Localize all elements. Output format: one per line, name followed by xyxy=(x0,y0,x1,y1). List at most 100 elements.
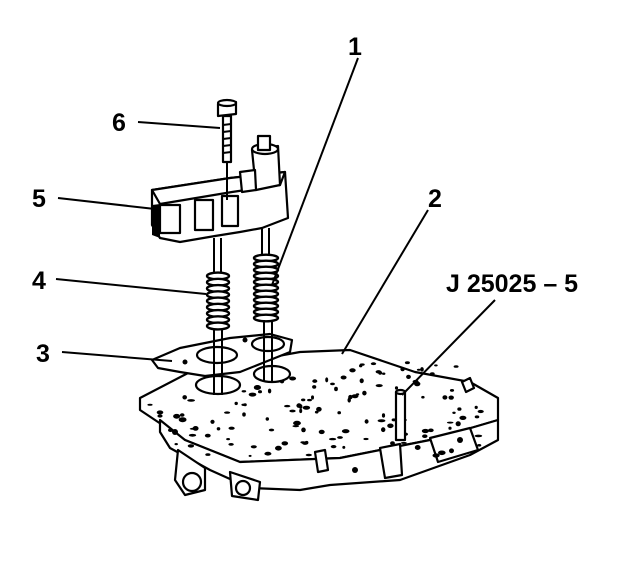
passage-hole xyxy=(192,426,199,431)
passage-hole xyxy=(216,427,221,431)
passage-hole xyxy=(293,420,301,426)
passage-hole xyxy=(448,395,454,400)
passage-hole xyxy=(147,403,153,406)
passage-hole xyxy=(394,386,399,390)
passage-hole xyxy=(337,436,343,439)
passage-hole xyxy=(416,368,421,371)
passage-hole xyxy=(349,368,356,373)
passage-hole xyxy=(377,419,386,423)
passage-hole xyxy=(248,454,252,457)
passage-hole xyxy=(455,421,461,427)
passage-hole xyxy=(474,405,478,409)
passage-hole xyxy=(305,453,312,457)
passage-hole xyxy=(382,372,386,375)
passage-hole xyxy=(364,419,369,424)
callout-tool: J 25025 – 5 xyxy=(446,270,578,298)
passage-hole xyxy=(248,392,257,397)
passage-hole xyxy=(330,382,335,386)
passage-hole xyxy=(406,374,411,379)
callout-6: 6 xyxy=(112,109,126,137)
passage-hole xyxy=(362,390,367,396)
passage-hole xyxy=(375,384,383,388)
passage-hole xyxy=(241,403,246,406)
passage-hole xyxy=(334,386,338,392)
passage-hole xyxy=(187,444,195,448)
passage-hole xyxy=(250,445,257,449)
passage-hole xyxy=(363,437,369,441)
passage-hole xyxy=(316,406,322,412)
passage-hole xyxy=(267,388,272,394)
spring-coil xyxy=(205,321,231,331)
callout-3: 3 xyxy=(36,340,50,368)
passage-hole xyxy=(428,428,434,433)
passage-hole xyxy=(414,381,421,387)
callout-1: 1 xyxy=(348,33,362,61)
passage-hole xyxy=(359,364,363,368)
passage-hole xyxy=(301,427,306,433)
passage-hole xyxy=(210,419,215,424)
passage-hole xyxy=(289,376,297,381)
passage-hole xyxy=(438,450,446,456)
passage-hole xyxy=(174,443,178,446)
passage-hole xyxy=(421,428,429,434)
passage-hole xyxy=(457,407,462,411)
passage-hole xyxy=(311,395,314,400)
passage-hole xyxy=(265,417,269,421)
passage-hole xyxy=(284,404,291,408)
passage-hole xyxy=(429,372,435,376)
passage-hole xyxy=(459,415,467,420)
passage-hole xyxy=(442,395,448,400)
passage-hole xyxy=(446,421,454,424)
passage-hole xyxy=(304,440,309,445)
passage-hole xyxy=(422,434,428,439)
passage-hole xyxy=(268,428,275,432)
passage-hole xyxy=(341,429,350,434)
passage-hole xyxy=(449,389,455,392)
passage-hole xyxy=(182,395,187,400)
passage-hole xyxy=(300,441,306,444)
passage-hole xyxy=(312,385,317,389)
passage-hole xyxy=(421,395,425,399)
passage-hole xyxy=(381,413,386,418)
passage-hole xyxy=(448,426,452,430)
passage-hole xyxy=(474,415,480,419)
passage-hole xyxy=(275,445,282,451)
passage-hole xyxy=(342,445,346,449)
passage-hole xyxy=(157,414,163,418)
passage-hole xyxy=(264,451,272,456)
passage-hole xyxy=(355,393,360,396)
passage-hole xyxy=(329,437,337,441)
callout-5: 5 xyxy=(32,185,46,213)
passage-hole xyxy=(474,434,483,438)
passage-hole xyxy=(204,433,211,438)
passage-hole xyxy=(387,423,394,429)
passage-hole xyxy=(242,412,246,417)
passage-hole xyxy=(330,445,337,449)
passage-hole xyxy=(289,409,296,413)
passage-hole xyxy=(178,417,187,423)
bolt xyxy=(216,98,238,200)
passage-hole xyxy=(452,411,456,414)
passage-hole xyxy=(337,411,342,415)
passage-hole xyxy=(258,390,262,394)
leader-lines xyxy=(55,57,496,396)
passage-hole xyxy=(228,426,235,430)
passage-hole xyxy=(296,403,302,408)
passage-hole xyxy=(477,409,484,414)
alignment-pin-tool xyxy=(394,388,407,442)
passage-hole xyxy=(205,453,211,456)
callout-4: 4 xyxy=(32,267,46,295)
passage-hole xyxy=(312,379,318,383)
passage-hole xyxy=(173,413,181,419)
passage-hole xyxy=(292,425,300,428)
passage-hole xyxy=(299,408,303,414)
passage-hole xyxy=(188,433,197,437)
passage-hole xyxy=(224,411,231,414)
passage-hole xyxy=(378,371,383,375)
passage-hole xyxy=(420,367,424,372)
passage-hole xyxy=(187,399,196,402)
passage-hole xyxy=(391,418,396,422)
passage-hole xyxy=(307,398,312,402)
passage-hole xyxy=(325,377,329,383)
